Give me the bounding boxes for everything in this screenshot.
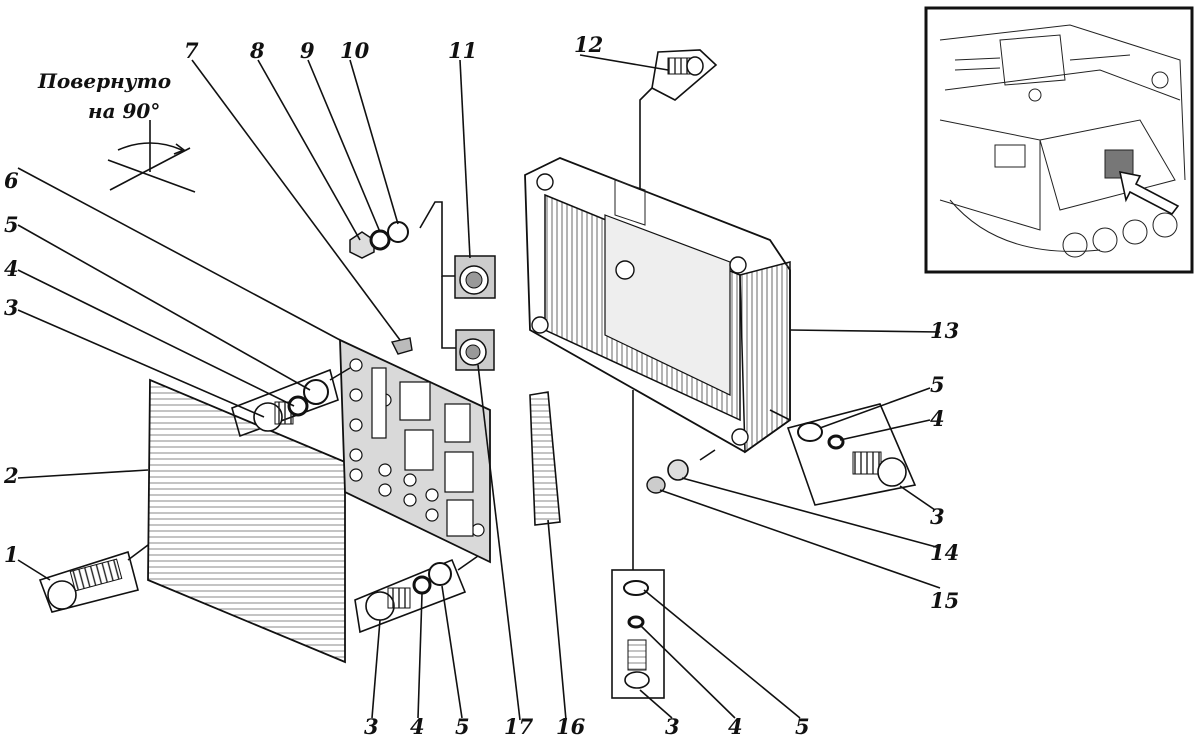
screw-group-1 bbox=[38, 544, 149, 613]
cover-plate bbox=[147, 378, 346, 664]
callout-2: 2 bbox=[3, 463, 19, 488]
screw-group-left bbox=[231, 367, 351, 438]
note-line2: на 90° bbox=[88, 99, 160, 123]
rotation-axes-icon bbox=[107, 120, 196, 193]
nut-washer-set bbox=[349, 201, 456, 349]
callout-14: 14 bbox=[930, 540, 959, 565]
callout-3-bottom-mid: 3 bbox=[364, 714, 379, 739]
callout-10: 10 bbox=[340, 38, 370, 63]
leader-lines bbox=[17, 54, 941, 721]
inset-vehicle-view bbox=[924, 6, 1194, 274]
callout-17: 17 bbox=[504, 714, 534, 739]
callout-3-left: 3 bbox=[4, 295, 19, 320]
housing-box bbox=[524, 157, 791, 454]
screw-group-bottom-right bbox=[611, 390, 665, 699]
callout-15: 15 bbox=[930, 588, 959, 613]
callout-7: 7 bbox=[184, 38, 199, 63]
connector-11 bbox=[454, 255, 496, 299]
callout-5-right: 5 bbox=[930, 372, 945, 397]
callout-3-bottom-right: 3 bbox=[665, 714, 680, 739]
callout-5-left: 5 bbox=[4, 212, 19, 237]
rotation-note: Повернуто на 90° bbox=[37, 69, 171, 123]
callout-1: 1 bbox=[4, 542, 19, 567]
callout-3-right: 3 bbox=[930, 504, 945, 529]
callout-12: 12 bbox=[574, 32, 603, 57]
screw-group-bottom-mid bbox=[354, 555, 479, 634]
callout-9: 9 bbox=[300, 38, 315, 63]
callout-16: 16 bbox=[556, 714, 586, 739]
callout-6: 6 bbox=[4, 168, 19, 193]
callout-4-left: 4 bbox=[4, 256, 19, 281]
callout-13: 13 bbox=[930, 318, 959, 343]
callout-4-right: 4 bbox=[930, 406, 945, 431]
callout-5-bottom-mid: 5 bbox=[455, 714, 470, 739]
callout-5-bottom-right: 5 bbox=[795, 714, 810, 739]
callout-8: 8 bbox=[249, 38, 265, 63]
callout-11: 11 bbox=[448, 38, 477, 63]
strip bbox=[529, 391, 561, 526]
screw-group-12 bbox=[639, 49, 718, 190]
fitting-14-15 bbox=[646, 449, 716, 494]
screw-group-right bbox=[769, 403, 917, 506]
callout-4-bottom-right: 4 bbox=[728, 714, 743, 739]
note-line1: Повернуто bbox=[37, 69, 171, 93]
connector-panel bbox=[339, 338, 491, 564]
arrow-pointer-icon bbox=[1118, 170, 1180, 216]
bracket bbox=[390, 337, 413, 355]
callout-labels: 1 2 3 4 5 6 7 8 9 10 11 12 13 5 4 3 14 1… bbox=[3, 32, 959, 739]
callout-4-bottom-mid: 4 bbox=[410, 714, 425, 739]
connector-17 bbox=[455, 329, 495, 371]
